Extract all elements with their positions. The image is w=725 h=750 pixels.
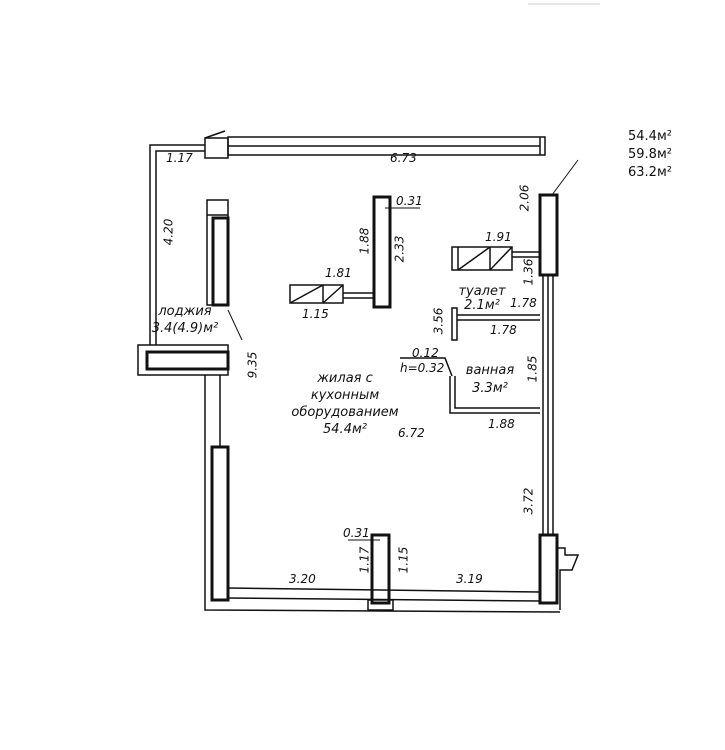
dim-label: h=0.32 (400, 361, 445, 375)
left-wall-upper (206, 199, 243, 341)
loggia-outline (149, 130, 229, 345)
right-wall (538, 159, 580, 610)
dim-label: 6.72 (398, 426, 425, 440)
dim-label: 4.20 (161, 218, 176, 246)
dim-label: 3.20 (289, 572, 316, 586)
dim-label: 0.31 (343, 526, 370, 540)
toilet-room-label: туалет 2.1м² (452, 285, 512, 313)
room-area: 3.4(4.9)м² (151, 321, 219, 336)
dim-label: 1.36 (521, 258, 536, 286)
dim-label: 9.35 (245, 351, 260, 379)
dim-label: 0.12 (412, 346, 439, 360)
dim-label: 1.81 (325, 266, 352, 280)
main-room-label: жилая с кухонным оборудованием 54.4м² (290, 370, 400, 438)
room-name: кухонным (310, 388, 380, 403)
dim-label: 3.56 (431, 307, 446, 335)
living-area: 54.4м² (628, 129, 672, 144)
top-window (227, 136, 546, 156)
bath-partitions (400, 357, 540, 414)
dim-label: 2.33 (392, 235, 407, 263)
area-totals: 54.4м² 59.8м² 63.2м² (628, 128, 672, 182)
dim-label: 6.73 (390, 151, 417, 165)
loggia-slab (137, 344, 230, 376)
left-wall-lower (204, 375, 561, 613)
bath-room-label: ванная 3.3м² (460, 362, 520, 398)
partition-wardrobe (289, 284, 374, 304)
dim-label: 1.88 (357, 227, 372, 255)
total-area-with-loggia: 63.2м² (628, 165, 672, 180)
room-name: жилая с (317, 371, 373, 386)
bottom-column (370, 533, 391, 605)
dim-label: 3.72 (521, 487, 536, 515)
dim-label: 2.06 (517, 184, 532, 212)
dim-label: 0.31 (396, 194, 423, 208)
room-area: 54.4м² (323, 422, 367, 437)
center-column (372, 195, 392, 309)
toilet-partitions (451, 246, 540, 341)
dim-label: 1.85 (525, 355, 540, 383)
dim-label: 1.88 (488, 417, 515, 431)
dim-label: 1.91 (485, 230, 512, 244)
dim-label: 1.78 (490, 323, 517, 337)
loggia-room-label: лоджия 3.4(4.9)м² (145, 303, 225, 337)
room-name: оборудованием (291, 405, 399, 420)
dim-label: 1.15 (302, 307, 329, 321)
dim-label: 1.15 (396, 546, 411, 574)
dim-label: 1.17 (357, 546, 372, 574)
room-name: ванная (465, 363, 515, 378)
room-name: лоджия (158, 304, 212, 319)
dim-label: 1.78 (510, 296, 537, 310)
room-name: туалет (458, 284, 506, 299)
dim-label: 1.17 (166, 151, 193, 165)
room-area: 3.3м² (472, 381, 508, 396)
room-area: 2.1м² (464, 298, 500, 313)
dim-label: 3.19 (456, 572, 483, 586)
total-area: 59.8м² (628, 147, 672, 162)
